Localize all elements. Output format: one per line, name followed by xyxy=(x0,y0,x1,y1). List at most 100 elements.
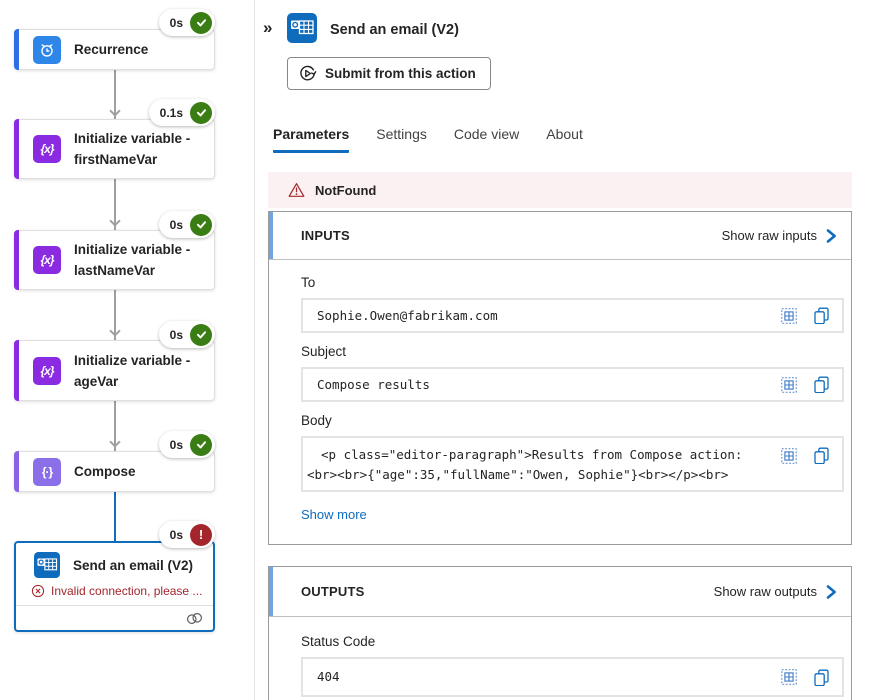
node-error-text: Invalid connection, please ... xyxy=(51,584,203,598)
variable-icon: {x} xyxy=(33,356,61,385)
node-accent xyxy=(14,29,19,70)
status-code-field: 404 xyxy=(301,657,844,697)
status-code-field-label: Status Code xyxy=(301,634,376,649)
compose-icon: {·} xyxy=(33,457,61,486)
status-code-field-value: 404 xyxy=(317,669,340,684)
error-circle-icon xyxy=(31,584,45,598)
submit-button-label: Submit from this action xyxy=(325,66,476,81)
view-as-table-icon[interactable] xyxy=(781,376,797,393)
copy-icon[interactable] xyxy=(813,669,830,686)
warning-triangle-icon xyxy=(288,183,305,197)
node-label: Recurrence xyxy=(74,42,149,57)
view-as-table-icon[interactable] xyxy=(781,669,797,685)
connection-link-icon[interactable] xyxy=(185,612,204,625)
status-badge: 0s xyxy=(158,9,215,36)
tab-code-view[interactable]: Code view xyxy=(453,126,520,142)
outputs-section-body: Status Code 404 xyxy=(269,617,851,697)
subject-field: Compose results xyxy=(301,367,844,402)
success-check-icon xyxy=(190,11,212,34)
flow-node-recurrence[interactable]: Recurrence xyxy=(14,29,215,70)
subject-field-label: Subject xyxy=(301,344,347,359)
node-accent xyxy=(14,340,19,401)
node-label: Initialize variable -lastNameVar xyxy=(74,242,191,278)
duration-label: 0s xyxy=(169,217,183,232)
arrow-down-icon xyxy=(109,325,121,337)
arrow-down-icon xyxy=(109,105,121,117)
copy-icon[interactable] xyxy=(813,307,830,324)
outputs-section: OUTPUTS Show raw outputs Status Code 404 xyxy=(268,566,852,700)
submit-from-action-button[interactable]: Submit from this action xyxy=(287,57,491,90)
tab-bar: Parameters Settings Code view About xyxy=(273,126,583,153)
node-label: Initialize variable -ageVar xyxy=(74,352,191,389)
show-raw-inputs-link[interactable]: Show raw inputs xyxy=(722,228,837,243)
status-badge: 0s xyxy=(158,211,215,238)
node-title-row: Send an email (V2) xyxy=(16,543,213,578)
variable-icon: {x} xyxy=(33,246,61,274)
collapse-panel-icon[interactable]: » xyxy=(263,18,273,37)
node-error-row: Invalid connection, please ... xyxy=(16,578,213,598)
to-field-label: To xyxy=(301,275,316,290)
duration-label: 0s xyxy=(169,327,183,342)
node-label: Send an email (V2) xyxy=(73,557,194,573)
outlook-icon xyxy=(34,552,60,578)
inputs-section-body: To Sophie.Owen@fabrikam.com xyxy=(269,260,851,524)
outputs-heading: OUTPUTS xyxy=(301,584,365,599)
flow-node-initialize-firstnamevar[interactable]: {x} Initialize variable -firstNameVar xyxy=(14,119,215,179)
flow-canvas[interactable]: Recurrence 0s {x} Initialize variable -f… xyxy=(0,0,254,700)
body-line-1: <p class="editor-paragraph">Results from… xyxy=(321,447,743,462)
error-exclamation-icon: ! xyxy=(190,523,212,546)
duration-label: 0.1s xyxy=(159,105,183,120)
tab-about[interactable]: About xyxy=(546,126,583,142)
success-check-icon xyxy=(190,213,212,236)
node-label: Initialize variable -firstNameVar xyxy=(74,131,191,167)
error-banner-text: NotFound xyxy=(315,182,377,198)
panel-divider xyxy=(254,0,255,700)
status-badge: 0.1s xyxy=(148,99,215,126)
flow-node-compose[interactable]: {·} Compose xyxy=(14,451,215,492)
error-banner: NotFound xyxy=(268,172,852,208)
success-check-icon xyxy=(190,433,212,456)
success-check-icon xyxy=(190,323,212,346)
copy-icon[interactable] xyxy=(813,376,830,393)
body-field-value: <p class="editor-paragraph">Results from… xyxy=(303,445,771,485)
status-badge: 0s ! xyxy=(158,521,215,548)
node-accent xyxy=(14,451,19,492)
inputs-heading: INPUTS xyxy=(301,228,350,243)
node-accent xyxy=(14,230,19,290)
connector-selected xyxy=(114,492,116,542)
to-field: Sophie.Owen@fabrikam.com xyxy=(301,298,844,333)
clock-icon xyxy=(33,35,61,64)
connector xyxy=(114,289,116,340)
tab-parameters[interactable]: Parameters xyxy=(273,126,350,153)
resubmit-icon xyxy=(300,65,317,81)
inputs-section-header: INPUTS Show raw inputs xyxy=(269,212,851,260)
duration-label: 0s xyxy=(169,437,183,452)
status-badge: 0s xyxy=(158,321,215,348)
tab-settings[interactable]: Settings xyxy=(376,126,427,142)
to-field-value: Sophie.Owen@fabrikam.com xyxy=(317,307,498,323)
node-accent xyxy=(14,119,19,179)
connector xyxy=(114,401,116,451)
arrow-down-icon xyxy=(109,215,121,227)
flow-node-initialize-agevar[interactable]: {x} Initialize variable -ageVar xyxy=(14,340,215,401)
show-raw-outputs-link[interactable]: Show raw outputs xyxy=(714,584,837,599)
flow-node-initialize-lastnamevar[interactable]: {x} Initialize variable -lastNameVar xyxy=(14,230,215,290)
flow-node-send-an-email[interactable]: Send an email (V2) Invalid connection, p… xyxy=(14,541,215,632)
view-as-table-icon[interactable] xyxy=(781,447,797,464)
outlook-icon xyxy=(287,13,317,48)
duration-label: 0s xyxy=(169,527,183,542)
subject-field-value: Compose results xyxy=(317,376,430,392)
connector xyxy=(114,70,116,119)
show-more-link[interactable]: Show more xyxy=(301,507,367,522)
action-details-panel: » Send an email (V2) Submit from this ac… xyxy=(254,0,870,700)
chevron-right-icon xyxy=(826,228,836,243)
view-as-table-icon[interactable] xyxy=(781,307,797,324)
chevron-right-icon xyxy=(826,584,836,599)
status-badge: 0s xyxy=(158,431,215,458)
inputs-section: INPUTS Show raw inputs To Sophie.Owen@fa… xyxy=(268,211,852,545)
body-field-label: Body xyxy=(301,413,332,428)
outputs-section-header: OUTPUTS Show raw outputs xyxy=(269,567,851,617)
connector xyxy=(114,179,116,230)
copy-icon[interactable] xyxy=(813,447,830,464)
duration-label: 0s xyxy=(169,15,183,30)
